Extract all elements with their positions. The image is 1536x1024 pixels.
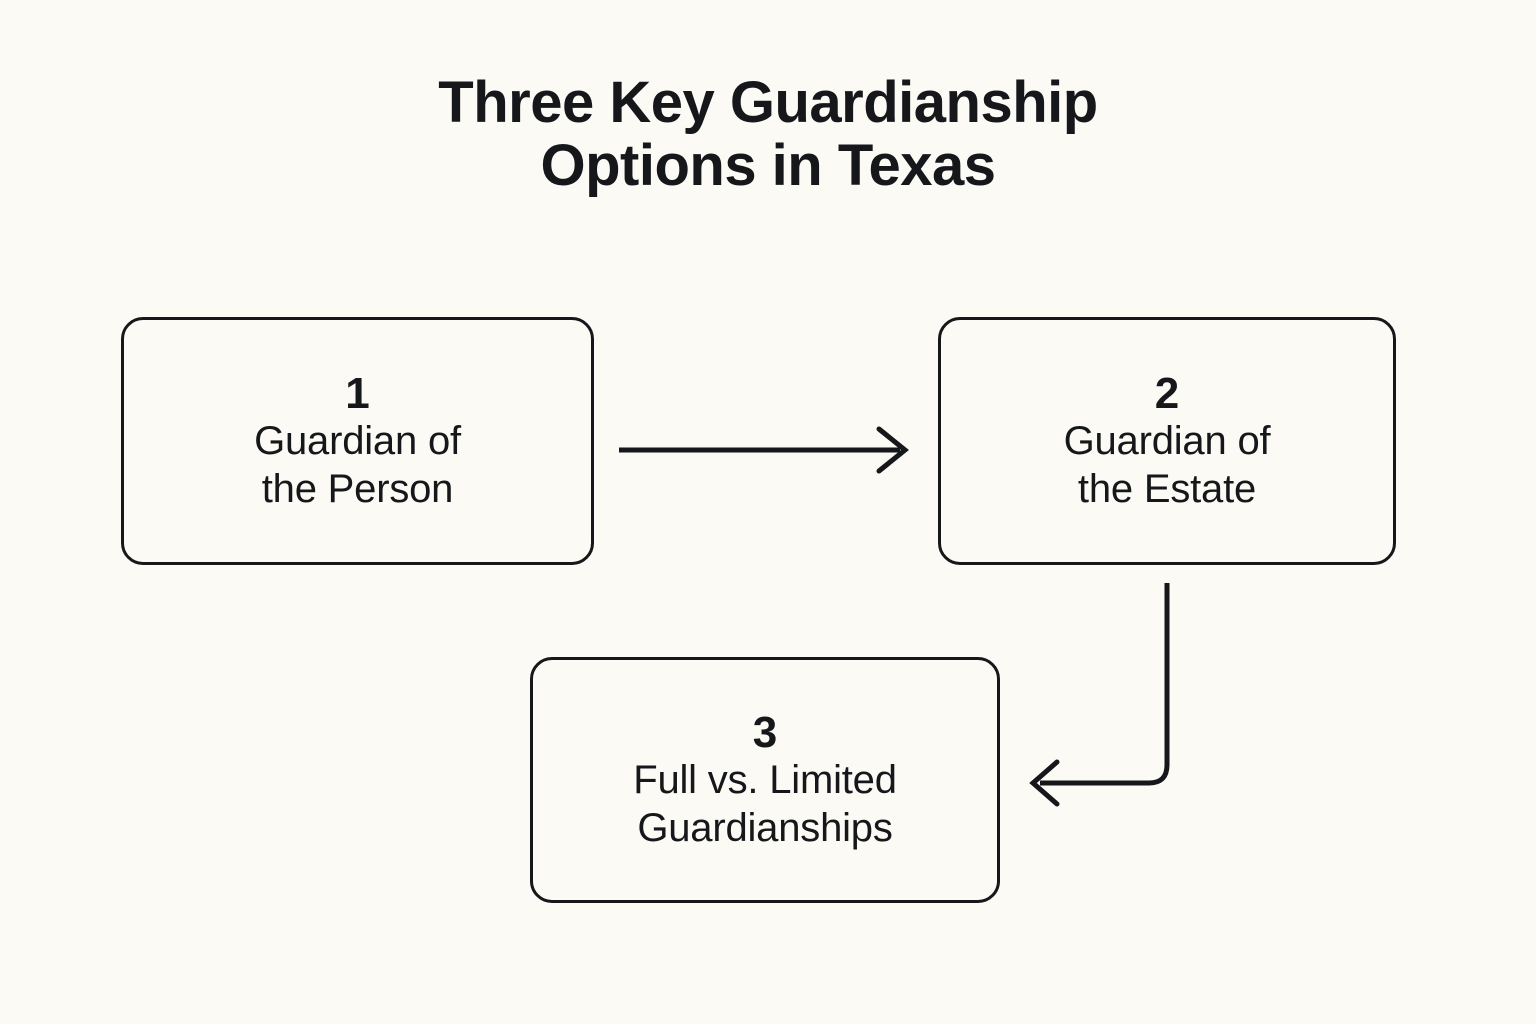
- arrow-node1-to-node2: [619, 426, 909, 474]
- node-3-number: 3: [752, 708, 778, 758]
- arrow-node1-to-node2-head-icon: [876, 426, 909, 474]
- node-1-number: 1: [345, 369, 370, 419]
- arrow-node2-to-node3-line: [1040, 583, 1170, 786]
- flowchart-node-3[interactable]: 3 Full vs. Limited Guardianships: [530, 657, 1000, 903]
- flowchart-node-1[interactable]: 1 Guardian of the Person: [121, 317, 594, 565]
- node-2-number: 2: [1154, 369, 1180, 419]
- node-3-label: Full vs. Limited Guardianships: [633, 758, 897, 850]
- page-title: Three Key Guardianship Options in Texas: [438, 70, 1098, 198]
- node-1-label: Guardian of the Person: [254, 419, 461, 511]
- arrow-node2-to-node3: [1029, 583, 1170, 807]
- flowchart-node-2[interactable]: 2 Guardian of the Estate: [938, 317, 1396, 565]
- node-2-label: Guardian of the Estate: [1063, 419, 1271, 511]
- arrow-node2-to-node3-head-icon: [1029, 759, 1060, 807]
